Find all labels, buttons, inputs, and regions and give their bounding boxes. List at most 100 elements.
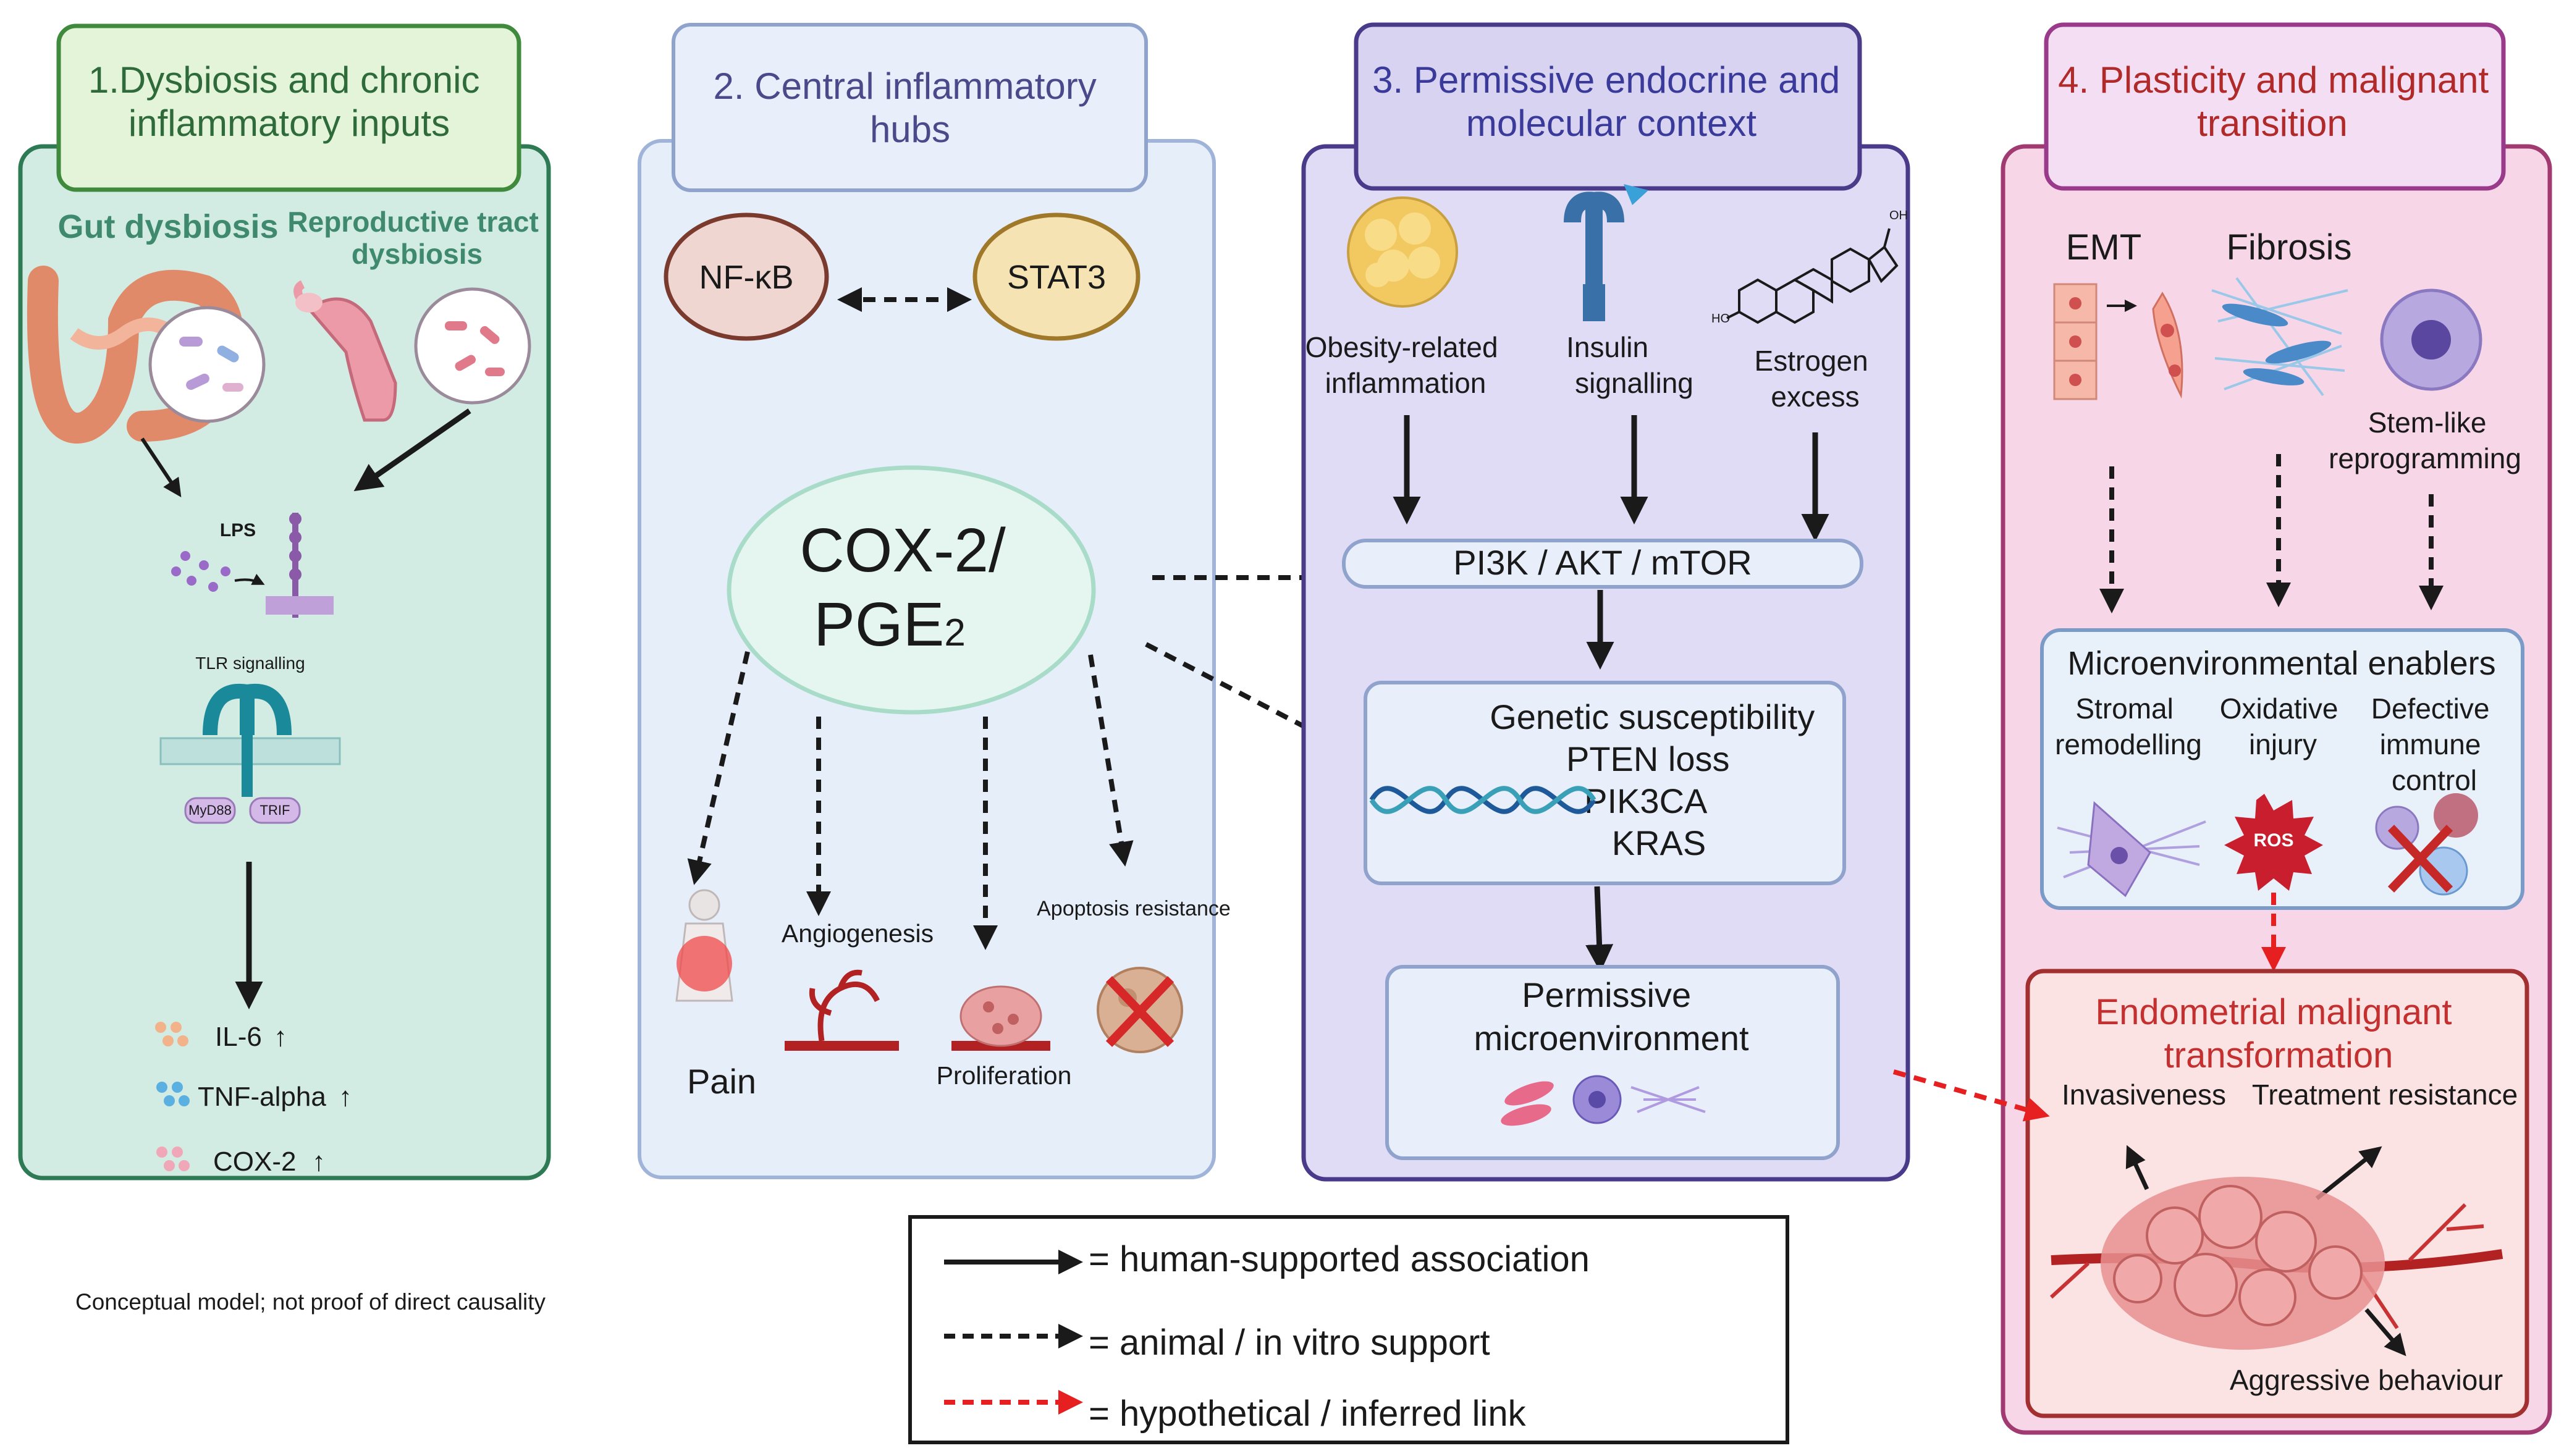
fibrosis-label: Fibrosis [2226,227,2351,267]
estrogen-oh-text: OH [1889,209,1908,222]
apoptosis-label: Apoptosis resistance [1037,897,1231,920]
tlr-receptor-icon [159,683,341,797]
arrow-tumor-to-treatment [2315,1146,2382,1200]
legend-dashed: = animal / in vitro support [944,1323,1490,1363]
arrow-tumor-to-aggressive [2364,1308,2406,1357]
legend-solid-label: = human-supported association [1089,1239,1590,1279]
dna-helix-icon [1369,786,1596,814]
panel-3: 3. Permissive endocrine and molecular co… [1301,22,1910,1182]
uterus-icon [293,280,397,422]
immune-label: Defective immune control [2371,692,2498,796]
estrogen-label: Estrogen excess [1755,345,1876,413]
panel-1-title: 1.Dysbiosis and chronic inflammatory inp… [88,59,490,144]
gut-bacteria-icon [148,306,266,423]
lps-binding-arrow [234,573,265,585]
pain-label: Pain [687,1062,756,1101]
panel-4: 4. Plasticity and malignant transition E… [2001,22,2552,1435]
nfkb-node [664,213,829,341]
arrow-genetic-to-permissive [1585,886,1614,972]
tnf-dots-icon [156,1082,190,1106]
legend-box [908,1215,1789,1444]
proliferation-icon [951,985,1050,1051]
emt-label: EMT [2066,227,2141,267]
estrogen-ho-text: HO [1711,312,1730,326]
tlr-signalling-label: TLR signalling [195,654,305,673]
cox2-pge2-node [727,465,1096,715]
apoptosis-cell-icon [1097,967,1183,1053]
stat3-label: STAT3 [1007,259,1106,296]
panel-2-header [672,23,1148,192]
stat3-node [972,213,1141,341]
arrow-cox-to-apoptosis [1088,654,1134,867]
arrow-tumor-to-invasiveness [2125,1145,2149,1190]
adipose-tissue-icon [1347,196,1458,308]
proliferation-label: Proliferation [937,1061,1072,1090]
panel-1: 1.Dysbiosis and chronic inflammatory inp… [18,23,551,1180]
obesity-label: Obesity-related inflammation [1305,331,1506,399]
arrow-permissive-to-malignant [1892,1069,2050,1122]
stromal-label: Stromal remodelling [2055,692,2202,760]
fibroblasts-icon [2211,277,2348,397]
repro-bacteria-icon [414,287,531,405]
legend-red-dashed-label: = hypothetical / inferred link [1089,1394,1527,1434]
estrogen-molecule-icon [1726,228,1899,324]
nfkb-label: NF-κB [699,259,794,296]
il6-label: IL-6 [215,1022,262,1052]
invasiveness-label: Invasiveness [2062,1079,2226,1111]
legend-solid: = human-supported association [944,1239,1590,1279]
gut-dysbiosis-label: Gut dysbiosis [57,208,278,245]
arrow-repro-to-lps [353,408,471,492]
arrow-gut-to-lps [140,437,182,497]
enablers-title: Microenvironmental enablers [2067,645,2495,682]
myd88-adapter-icon: MyD88 [184,797,236,824]
emt-cells-icon [2053,283,2183,400]
permissive-label: Permissive microenvironment [1474,975,1748,1058]
arrow-cox-to-pain [687,651,750,885]
pi3k-label: PI3K / AKT / mTOR [1453,543,1752,582]
panel-3-header [1354,22,1862,191]
legend: = human-supported association = animal /… [908,1215,1789,1444]
tlr4-receptor-icon [266,513,334,618]
malignant-title: Endometrial malignant transformation [2095,992,2461,1075]
stromal-cells-icon [1501,1075,1706,1126]
svg-text:MyD88: MyD88 [188,802,232,818]
cox2-pge2-label: COX-2/ PGE2 [799,516,1023,659]
blood-vessel-icon [785,969,899,1051]
permissive-box [1385,965,1840,1160]
insulin-receptor-icon [1564,184,1648,321]
angiogenesis-label: Angiogenesis [782,919,934,948]
genetic-label: Genetic susceptibility PTEN loss PIK3CA … [1490,697,1824,862]
pi3k-box [1342,539,1863,589]
stromal-remodelling-icon [2057,801,2206,898]
genetic-box [1364,681,1846,885]
svg-text:TRIF: TRIF [260,802,290,818]
treatment-resistance-label: Treatment resistance [2252,1079,2518,1111]
marker-cox2: COX-2 ↑ [156,1147,326,1177]
panel-3-title: 3. Permissive endocrine and molecular co… [1372,59,1850,144]
lps-molecules-icon [171,551,230,592]
panel-2-title: 2. Central inflammatory hubs [714,65,1107,150]
insulin-label: Insulin signalling [1566,331,1693,399]
marker-tnf: TNF-alpha ↑ [156,1082,352,1112]
panel-4-header [2044,22,2506,191]
il6-up-icon: ↑ [274,1022,287,1052]
panel-1-header [56,23,521,192]
trif-adapter-icon: TRIF [249,797,301,824]
cox2-up-icon: ↑ [312,1147,326,1177]
panel-4-title: 4. Plasticity and malignant transition [2058,59,2499,144]
tnf-label: TNF-alpha [198,1082,326,1112]
ros-burst-icon: ROS [2224,794,2323,891]
cox2-dots-icon [156,1147,190,1171]
tnf-up-icon: ↑ [339,1082,352,1112]
cox2-label: COX-2 [213,1147,296,1177]
panel-2: 2. Central inflammatory hubs NF-κB STAT3… [638,23,1367,1179]
stem-like-label: Stem-like reprogramming [2329,406,2521,474]
oxidative-label: Oxidative injury [2220,692,2347,760]
aggressive-label: Aggressive behaviour [2230,1364,2503,1396]
il6-dots-icon [155,1022,188,1046]
repro-dysbiosis-label: Reproductive tract dysbiosis [287,206,546,270]
marker-il6: IL-6 ↑ [155,1022,287,1052]
defective-immune-icon [2375,793,2478,896]
